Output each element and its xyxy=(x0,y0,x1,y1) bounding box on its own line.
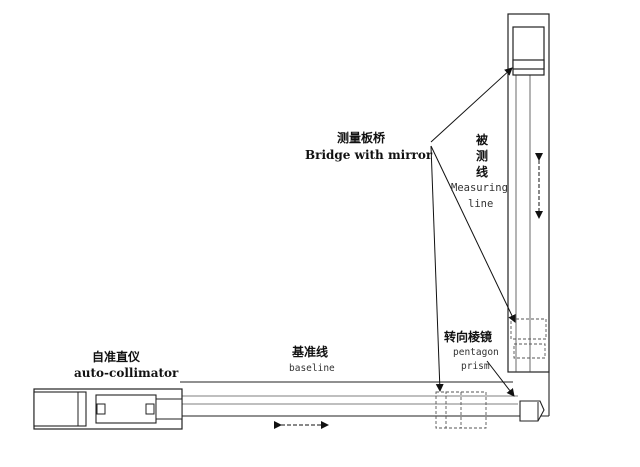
bridge-dashed-horizontal-2 xyxy=(445,391,487,429)
autocollimator-label-en: auto-collimator xyxy=(74,366,179,380)
baseline-label-en: baseline xyxy=(289,363,335,374)
bridge-label-cn: 测量板桥 xyxy=(337,131,386,145)
measuring-label-en-1: Measuring xyxy=(451,182,508,194)
bridge-dashed-vertical-2 xyxy=(513,343,546,359)
bridge-label-en: Bridge with mirror xyxy=(305,148,433,162)
measuring-label-cn-2: 测 xyxy=(476,149,489,163)
bridge-pointer-vertical xyxy=(430,145,516,323)
autocollimator-clamp-left xyxy=(96,403,106,415)
autocollimator-label-cn: 自准直仪 xyxy=(92,350,141,364)
measuring-label-cn-1: 被 xyxy=(476,133,489,147)
prism-label-en-1: pentagon xyxy=(453,347,499,358)
prism-label-en-2: prism xyxy=(461,361,490,372)
measuring-rail-frame xyxy=(507,13,550,373)
prism-pointer xyxy=(486,360,515,397)
measuring-label-cn-3: 线 xyxy=(476,165,489,179)
autocollimator-front xyxy=(155,398,183,420)
measuring-label-en-2: line xyxy=(468,198,494,210)
bridge-mirror-plate xyxy=(512,59,545,70)
baseline-label-cn: 基准线 xyxy=(292,345,329,359)
bridge-pointer-top xyxy=(430,67,513,143)
autocollimator-clamp-right xyxy=(145,403,155,415)
bridge-pointer-baseline xyxy=(430,145,444,392)
bridge-dashed-vertical-1 xyxy=(510,318,547,340)
autocollimator-block-left xyxy=(33,391,87,427)
pentagon-prism xyxy=(519,400,545,422)
prism-label-cn: 转向棱镜 xyxy=(444,330,493,344)
bridge-dashed-horizontal-1 xyxy=(435,391,462,429)
